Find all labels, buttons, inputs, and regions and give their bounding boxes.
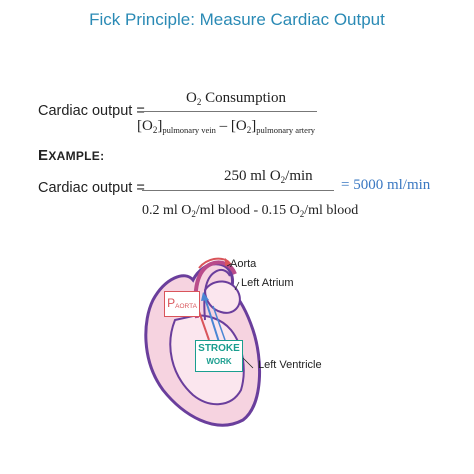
stroke-work-line1: STROKE: [198, 343, 240, 354]
label-aorta: Aorta: [230, 258, 257, 270]
formula-lhs: Cardiac output =: [38, 103, 145, 119]
label-left-atrium: Left Atrium: [241, 277, 294, 289]
pointer-aorta: [226, 263, 232, 267]
blue-flow-arrow-2: [212, 305, 226, 341]
stroke-work-line2: WORK: [206, 357, 232, 366]
label-left-ventricle: Left Ventricle: [258, 359, 322, 371]
example-denominator: 0.2 ml O2/ml blood - 0.15 O2/ml blood: [142, 203, 359, 219]
pressure-aorta-box: PAORTA: [164, 291, 200, 317]
page-title: Fick Principle: Measure Cardiac Output: [89, 10, 385, 29]
pressure-sub: AORTA: [175, 303, 197, 310]
blue-arrowhead: [201, 292, 209, 301]
example-result: = 5000 ml/min: [341, 177, 431, 193]
formula-fraction-bar: [137, 111, 317, 112]
example-lhs: Cardiac output =: [38, 180, 145, 196]
formula-denominator: [O2]pulmonary vein – [O2]pulmonary arter…: [137, 118, 316, 135]
blue-flow-arrow: [204, 297, 220, 343]
pressure-p: P: [167, 296, 176, 310]
stroke-work-box: STROKE WORK: [195, 340, 243, 372]
formula-numerator: O2 Consumption: [186, 90, 286, 107]
pointer-left-atrium: [234, 281, 240, 291]
example-fraction-bar: [142, 190, 334, 191]
example-heading: EXAMPLE:: [38, 147, 105, 164]
example-numerator: 250 ml O2/min: [224, 168, 313, 185]
left-atrium: [203, 280, 241, 314]
